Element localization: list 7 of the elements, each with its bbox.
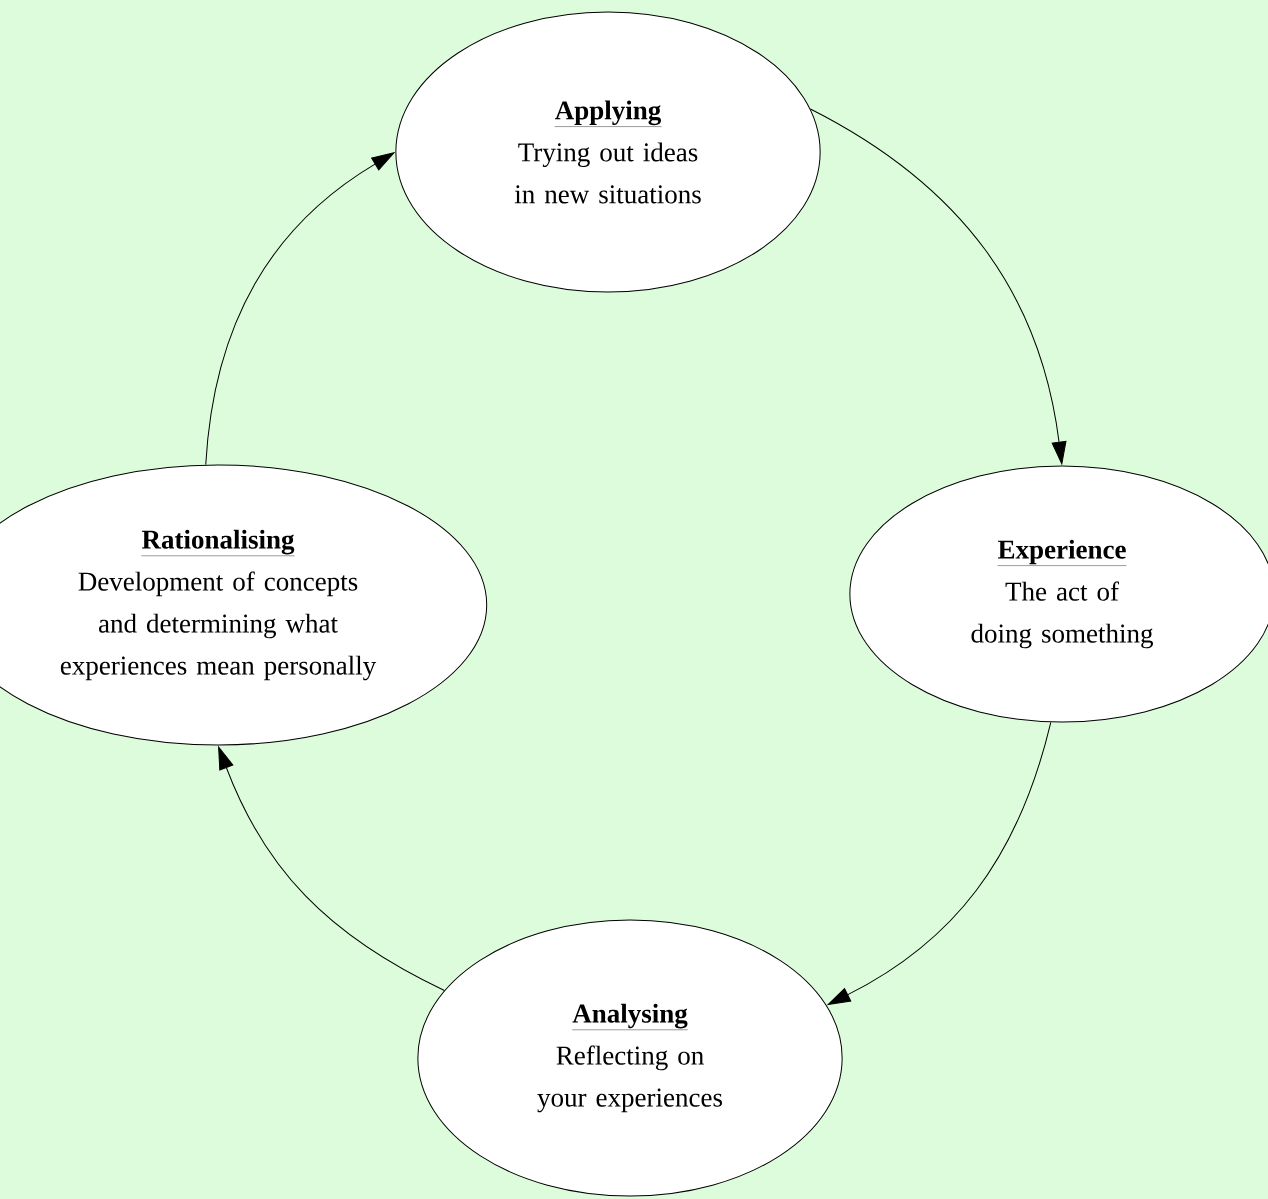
- ellipse-node: Applying Trying out ideas in new situations: [395, 11, 821, 293]
- arrow: [218, 746, 445, 991]
- ellipse-node: Experience The act of doing something: [849, 465, 1268, 723]
- ellipse-node: Analysing Reflecting on your experiences: [417, 919, 843, 1197]
- arrow: [205, 152, 395, 466]
- arrow: [809, 108, 1067, 465]
- arrow: [827, 721, 1052, 1006]
